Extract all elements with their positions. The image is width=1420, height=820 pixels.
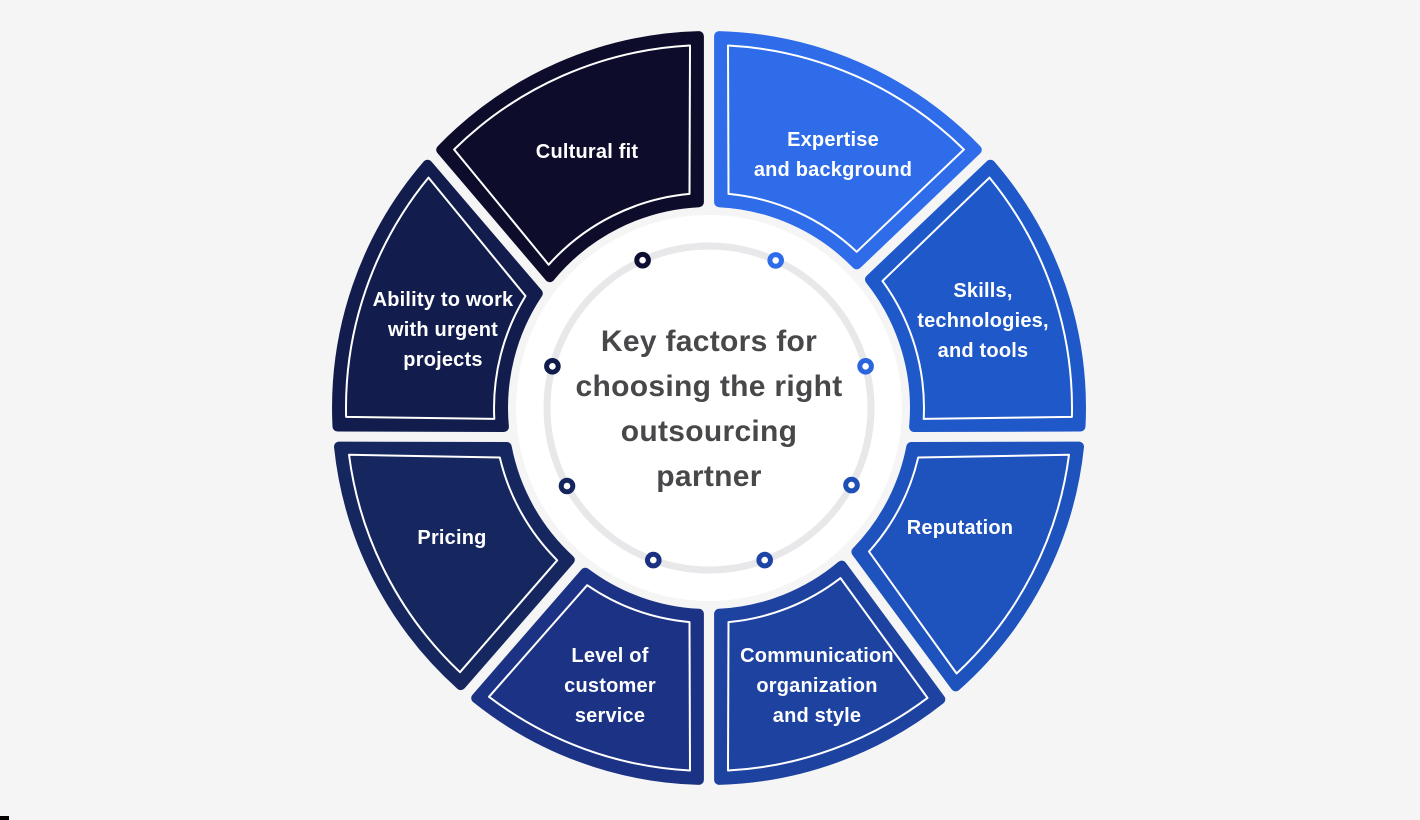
center-ring [543, 242, 875, 574]
center-circle [516, 215, 902, 601]
segment-outline-skills-technologies-and-tools [881, 176, 1073, 420]
marker-dot-reputation [843, 476, 860, 494]
segment-cultural-fit [436, 31, 704, 283]
segment-outline-cultural-fit [453, 44, 691, 266]
segment-skills-technologies-and-tools [865, 159, 1086, 432]
marker-dot-cultural-fit [634, 251, 651, 269]
segment-outline-pricing [348, 453, 559, 674]
segment-outline-expertise-and-background [727, 44, 965, 253]
segment-outline-communication-organization-and-style [727, 577, 929, 772]
segment-outline-level-of-customer-service [488, 584, 691, 772]
segment-level-of-customer-service [471, 567, 704, 785]
segment-pricing [334, 441, 575, 691]
marker-dot-skills-technologies-and-tools [857, 358, 874, 375]
segment-ability-to-work-with-urgent-projects [332, 159, 543, 432]
marker-dot-level-of-customer-service [645, 551, 662, 569]
segment-reputation [851, 441, 1084, 692]
screen-artifact-mark [0, 816, 9, 820]
segment-outline-ability-to-work-with-urgent-projects [345, 176, 527, 420]
marker-dot-expertise-and-background [767, 252, 785, 269]
marker-dot-pricing [558, 477, 576, 495]
marker-dot-communication-organization-and-style [756, 551, 774, 569]
marker-dot-ability-to-work-with-urgent-projects [544, 358, 561, 375]
segment-outline-reputation [868, 453, 1070, 675]
